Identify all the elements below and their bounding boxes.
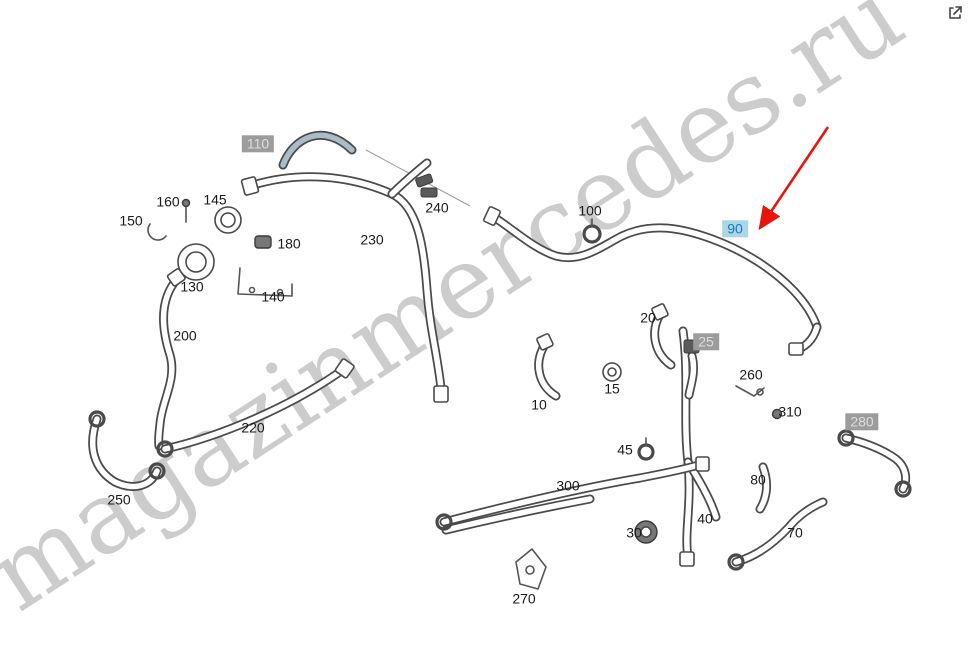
hose-110 (283, 135, 352, 165)
fitting-part-15 (602, 362, 622, 382)
hose-70 (727, 502, 823, 571)
clamp-part-240 (415, 173, 438, 198)
clamp-part-45 (637, 437, 655, 461)
hose-200 (159, 267, 186, 446)
hose-10 (536, 333, 556, 396)
ring-part-145 (214, 206, 242, 234)
hose-90 (483, 206, 817, 356)
pump-part-130 (177, 243, 215, 281)
hose-300 (435, 456, 710, 530)
grommet-part-180 (254, 235, 272, 249)
external-link-icon[interactable] (946, 4, 964, 22)
hose-40 (680, 331, 716, 567)
bolt-part-310 (771, 408, 783, 420)
clip-part-150 (147, 223, 167, 241)
hose-20 (651, 303, 671, 365)
bracket-part-140 (237, 267, 293, 297)
pointer-arrow (758, 126, 830, 231)
bracket-part-260 (735, 385, 765, 397)
connector-part-25 (683, 339, 700, 354)
hose-80 (760, 467, 767, 509)
hose-230 (240, 163, 449, 403)
hose-250 (90, 410, 166, 486)
clamp-part-100 (582, 218, 602, 244)
bolt-part-160 (181, 198, 191, 223)
hose-280 (837, 429, 912, 498)
bracket-part-270 (515, 548, 547, 590)
flange-part-30 (634, 520, 658, 544)
hose-220 (156, 358, 355, 458)
